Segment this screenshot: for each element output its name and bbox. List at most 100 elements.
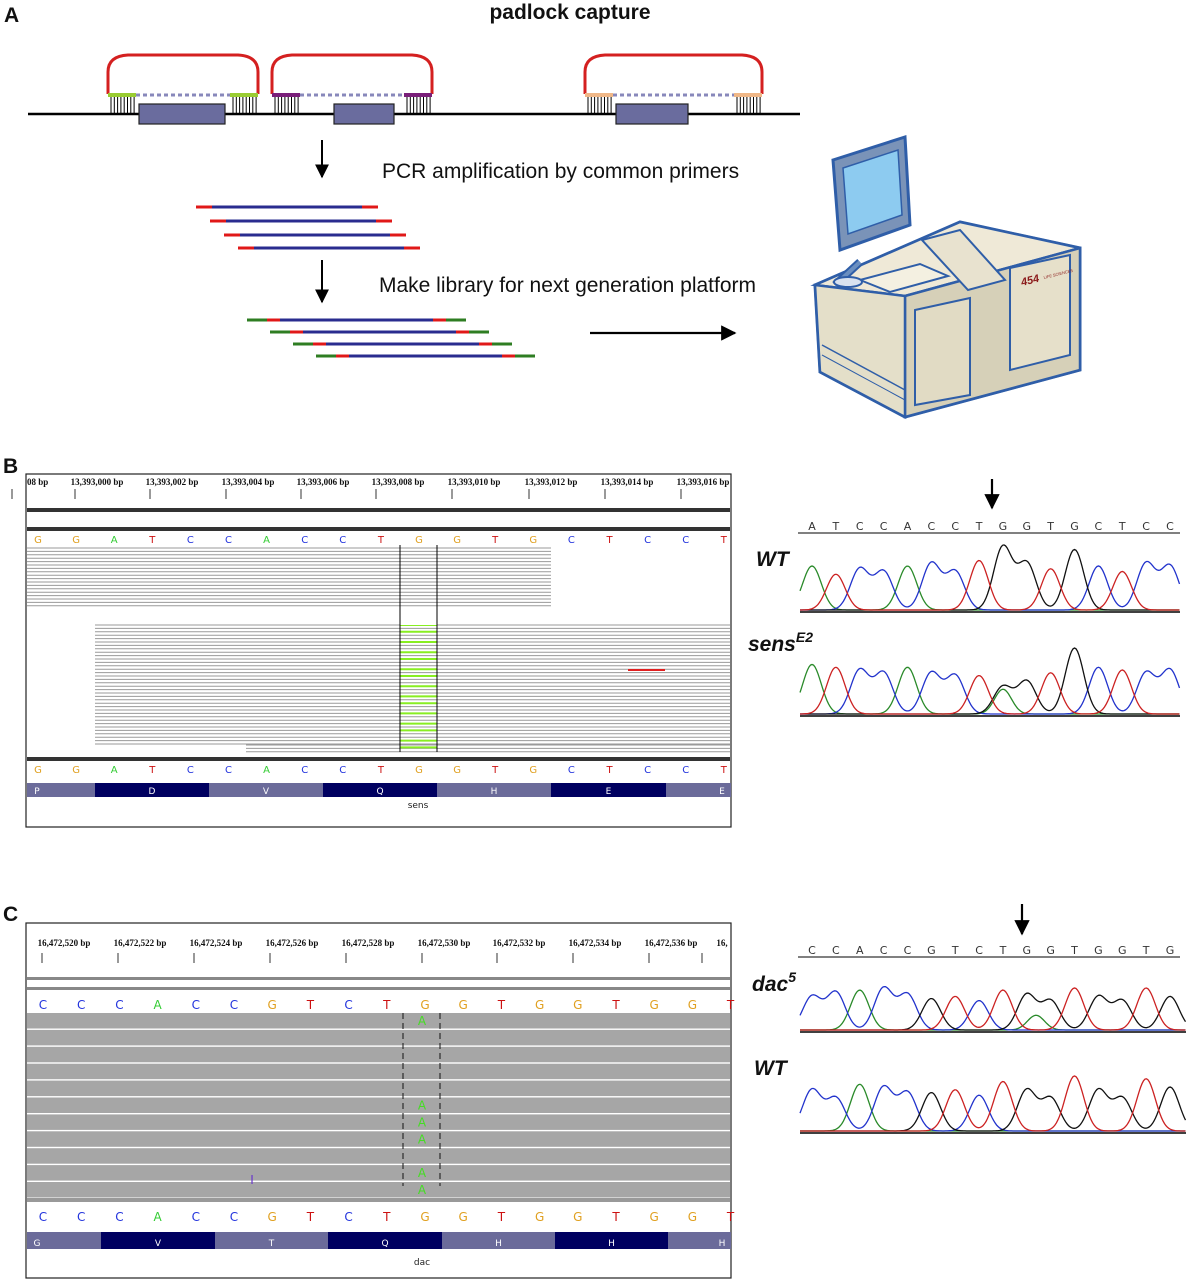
base-letter: T bbox=[377, 765, 385, 776]
gene-name: sens bbox=[408, 801, 429, 811]
chromatogram-base: T bbox=[1118, 520, 1126, 533]
trace-line bbox=[799, 985, 1186, 1031]
base-letter: G bbox=[453, 535, 461, 546]
base-letter: C bbox=[682, 535, 689, 546]
coverage-gap bbox=[400, 608, 437, 625]
base-letter: T bbox=[491, 765, 499, 776]
trace-line bbox=[800, 666, 1181, 715]
chromatogram-base: G bbox=[1023, 944, 1032, 957]
base-letter: T bbox=[720, 535, 728, 546]
trace-line bbox=[800, 560, 1181, 611]
track-separator bbox=[27, 527, 730, 531]
trace-label-wt: WT bbox=[754, 1057, 789, 1080]
amino-acid-letter: E bbox=[719, 787, 725, 797]
panel-a: A padlock capture PCR amplification by c… bbox=[4, 1, 1082, 420]
base-letter: G bbox=[573, 1210, 582, 1224]
panel-b-label: B bbox=[3, 455, 18, 478]
read-bar bbox=[27, 1131, 730, 1147]
amino-acid-letter: Q bbox=[381, 1239, 388, 1249]
base-letter: C bbox=[301, 765, 308, 776]
chromatogram-base: T bbox=[999, 944, 1007, 957]
base-letter: C bbox=[225, 535, 232, 546]
base-letter: G bbox=[535, 998, 544, 1012]
ruler-label: 16,472,532 bp bbox=[493, 938, 546, 948]
base-letter: T bbox=[377, 535, 385, 546]
trace-line bbox=[799, 1084, 1186, 1132]
read-bar bbox=[27, 1013, 730, 1029]
ruler-label: 13,393,014 bp bbox=[601, 477, 654, 487]
chromatogram-base: G bbox=[999, 520, 1008, 533]
chromatogram-base: C bbox=[832, 944, 840, 957]
read-mismatch-letter: A bbox=[418, 1132, 427, 1146]
amino-acid-letter: G bbox=[34, 1239, 41, 1249]
amino-acid-cell bbox=[27, 783, 95, 797]
base-letter: G bbox=[420, 1210, 429, 1224]
chromatogram-base: T bbox=[831, 520, 839, 533]
track-separator bbox=[27, 977, 730, 980]
probe-arm bbox=[230, 93, 258, 97]
amino-acid-letter: V bbox=[155, 1239, 162, 1249]
track-separator bbox=[27, 757, 730, 761]
base-letter: A bbox=[111, 535, 118, 546]
ruler-label: 16,472,536 bp bbox=[645, 938, 698, 948]
ruler-label: 13,393,008 bp bbox=[372, 477, 425, 487]
base-letter: G bbox=[34, 765, 42, 776]
read-mismatch-letter: A bbox=[418, 1115, 427, 1129]
base-letter: G bbox=[34, 535, 42, 546]
amino-acid-letter: V bbox=[263, 787, 270, 797]
chromatogram-base: C bbox=[975, 944, 983, 957]
base-letter: C bbox=[230, 998, 238, 1012]
amino-acid-cell bbox=[437, 783, 551, 797]
chromatogram-base: G bbox=[1070, 520, 1079, 533]
panel-a-label: A bbox=[4, 4, 19, 27]
insertion-mark: I bbox=[250, 1173, 254, 1187]
step-library-text: Make library for next generation platfor… bbox=[379, 274, 756, 297]
amino-acid-cell bbox=[555, 1232, 668, 1249]
amino-acid-letter: H bbox=[495, 1239, 502, 1249]
amplicon-stack bbox=[196, 205, 420, 250]
amino-acid-cell bbox=[328, 1232, 442, 1249]
amino-acid-cell bbox=[101, 1232, 215, 1249]
base-letter: C bbox=[77, 1210, 85, 1224]
read-bar bbox=[27, 1046, 730, 1063]
amino-acid-letter: P bbox=[34, 787, 40, 797]
trace-line bbox=[800, 1075, 1186, 1132]
chromatogram-base: G bbox=[1166, 944, 1175, 957]
amino-acid-letter: H bbox=[491, 787, 498, 797]
chromatogram-base: A bbox=[856, 944, 864, 957]
base-letter: T bbox=[726, 1210, 735, 1224]
amino-acid-cell bbox=[95, 783, 209, 797]
base-letter: G bbox=[268, 1210, 277, 1224]
read-bar bbox=[27, 1097, 730, 1113]
base-letter: T bbox=[497, 998, 506, 1012]
trace-label-mutant: dac5 bbox=[752, 969, 796, 996]
padlock-probes bbox=[106, 53, 764, 113]
amino-acid-cell bbox=[215, 1232, 328, 1249]
probe-arm bbox=[272, 93, 300, 97]
base-letter: G bbox=[573, 998, 582, 1012]
read-bar bbox=[27, 1148, 730, 1164]
exon-box bbox=[138, 103, 226, 125]
base-letter: C bbox=[187, 765, 194, 776]
read-mismatch-letter: A bbox=[418, 1014, 427, 1028]
trace-line bbox=[800, 559, 1180, 611]
probe-arm bbox=[734, 93, 762, 97]
trace-line bbox=[800, 987, 1186, 1031]
chromatogram-base: C bbox=[856, 520, 864, 533]
base-letter: C bbox=[644, 765, 651, 776]
chromatogram-base: G bbox=[1046, 944, 1055, 957]
base-letter: C bbox=[77, 998, 85, 1012]
panel-a-title: padlock capture bbox=[489, 1, 650, 24]
base-letter: G bbox=[420, 998, 429, 1012]
base-letter: C bbox=[187, 535, 194, 546]
chromatogram-base: C bbox=[927, 520, 935, 533]
